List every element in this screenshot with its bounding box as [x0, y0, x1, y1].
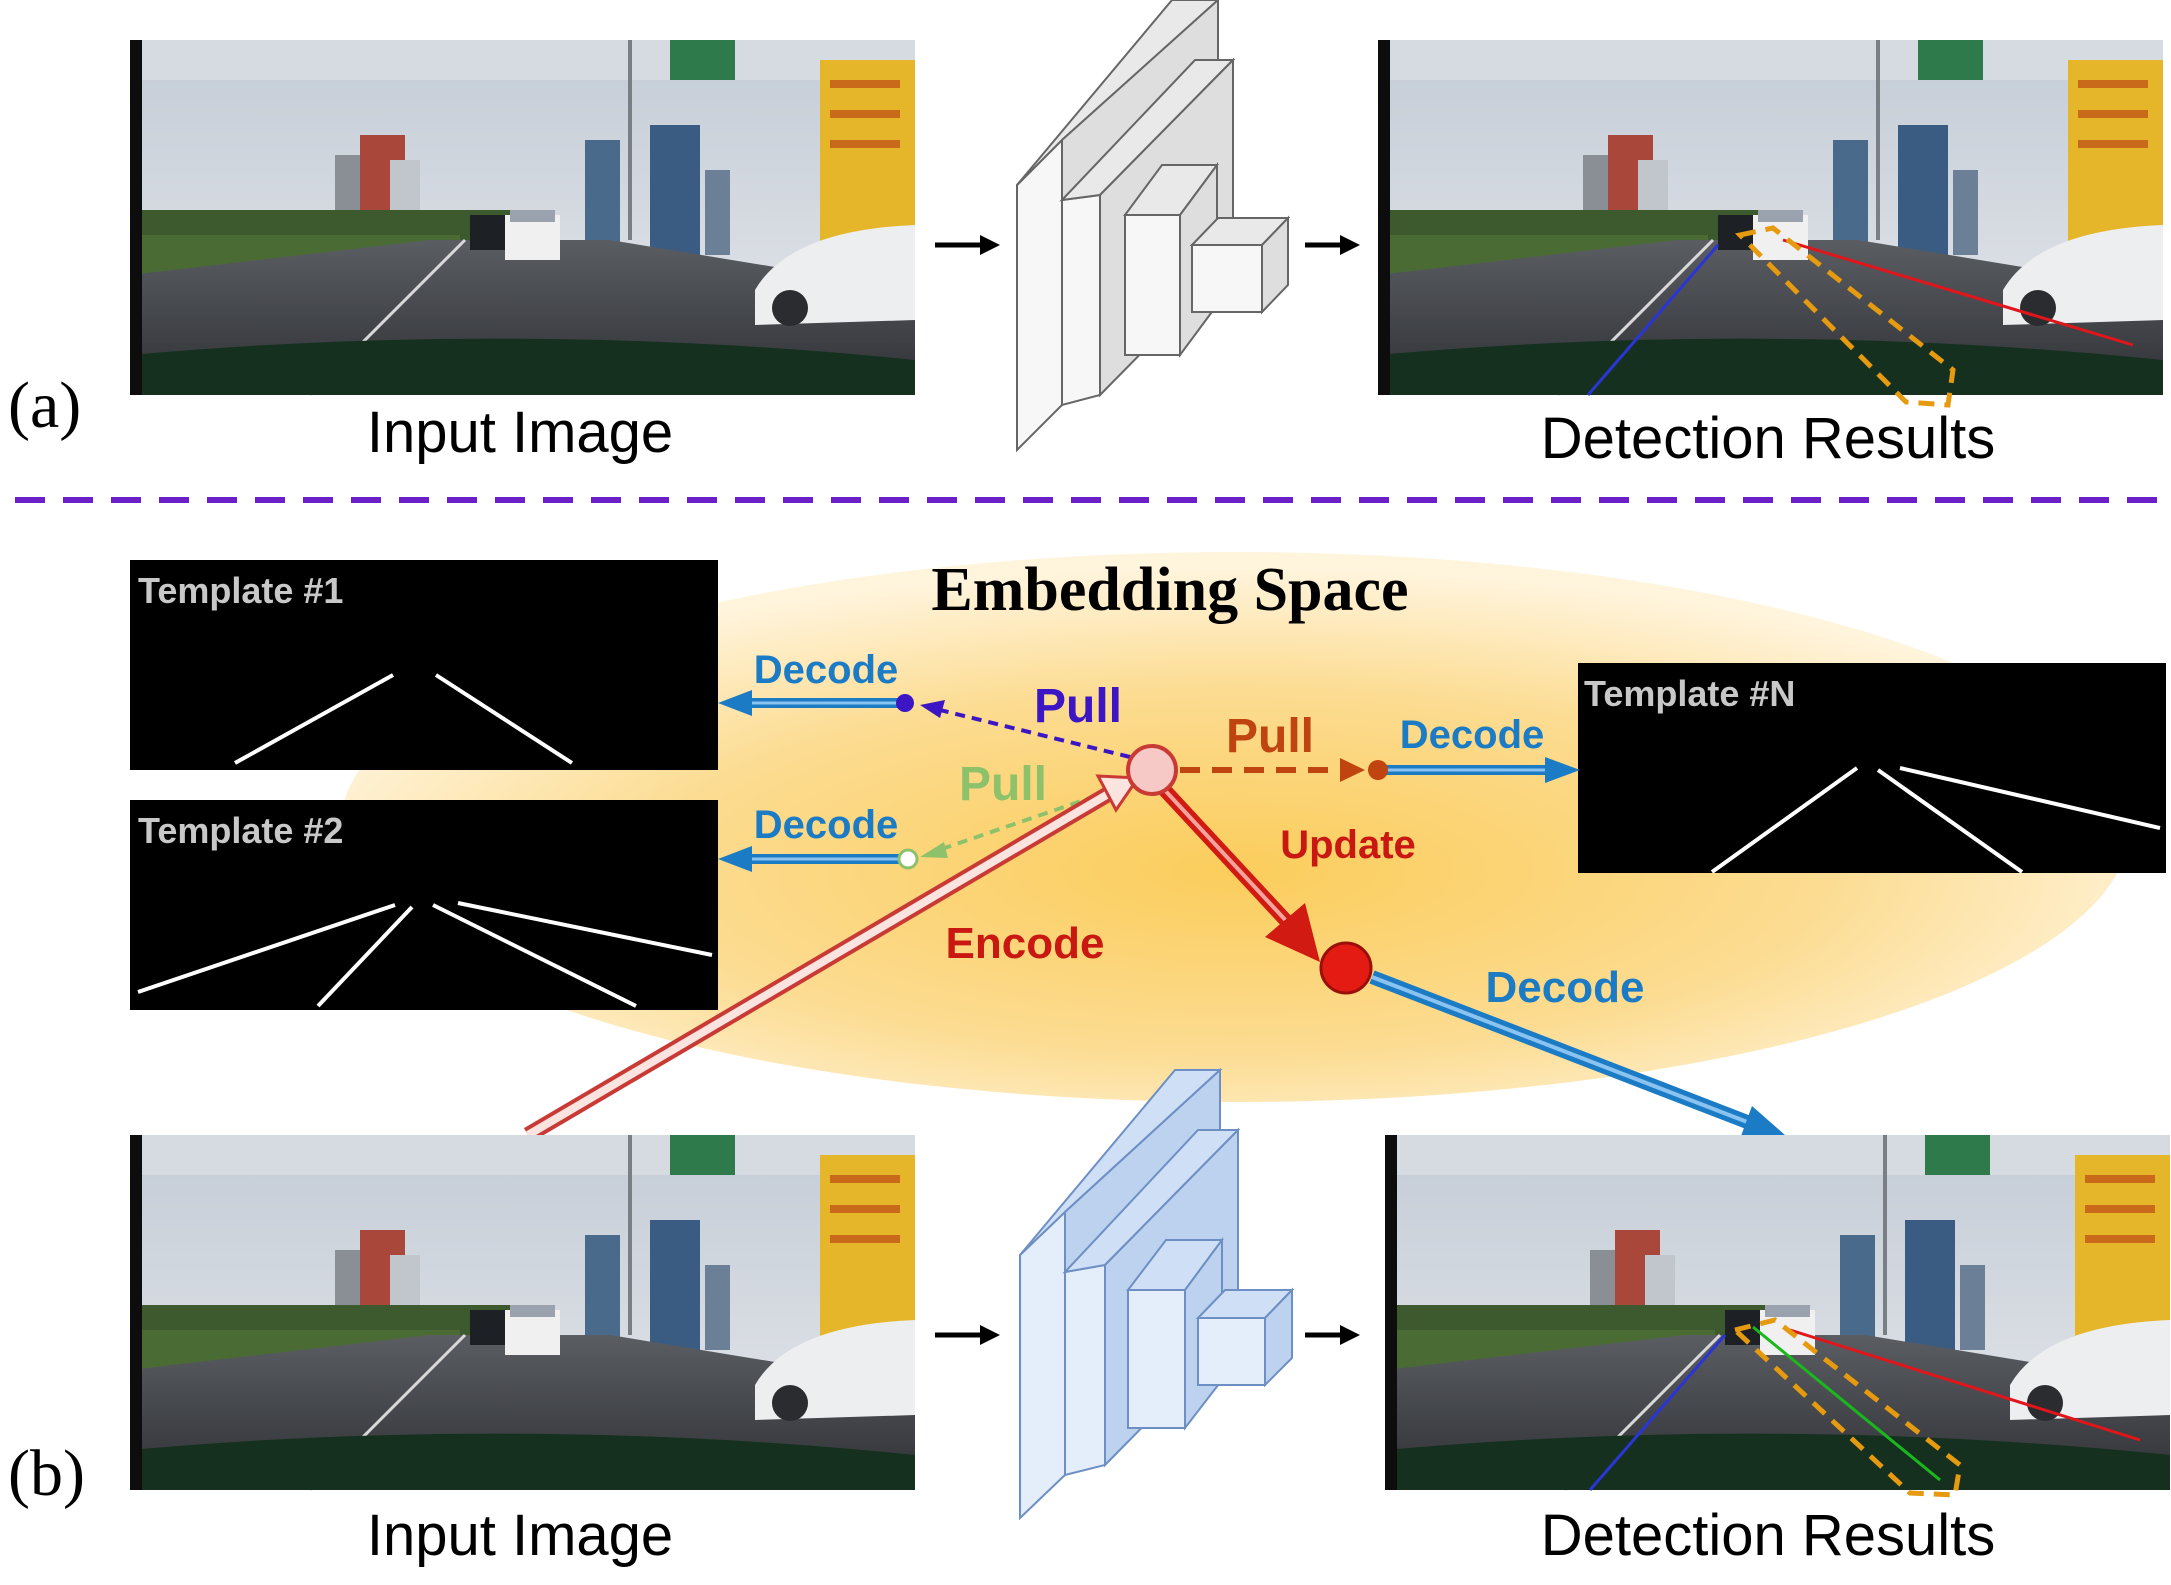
input-image-caption-b: Input Image: [367, 1503, 673, 1568]
decode-arrow-1: [718, 690, 914, 716]
updated-embedding-point: [1319, 941, 1373, 995]
input-image-a: [128, 38, 917, 397]
panel-a-marker: (a): [8, 369, 81, 442]
detection-image-b: [1383, 1133, 2171, 1498]
template-n-embedding-point: [1368, 760, 1388, 780]
update-arrow: [1154, 780, 1320, 962]
recovered-lane-highlight: [1729, 1317, 1963, 1498]
decode-arrow-n: [1368, 757, 1580, 783]
input-image-b: [128, 1133, 917, 1492]
lane-line-blue-b: [1588, 1334, 1727, 1491]
input-image-caption-a: Input Image: [367, 400, 673, 465]
missed-lane-highlight: [1734, 225, 1956, 408]
panel-a: (a) Input Image Detection Results: [8, 0, 2165, 471]
template-n-label: Template #N: [1584, 673, 1795, 714]
arrow-a-1: [935, 235, 1000, 255]
lane-line-blue: [1586, 244, 1720, 396]
panel-b: Embedding Space Template #1 Template #2 …: [8, 552, 2171, 1568]
template-1-embedding-point: [896, 694, 914, 712]
template-1-label: Template #1: [138, 570, 343, 611]
pull-label-n: Pull: [1226, 710, 1314, 763]
update-label: Update: [1280, 823, 1416, 867]
template-2-embedding-point: [897, 848, 919, 870]
encode-arrow: [523, 774, 1141, 1142]
detection-results-caption-b: Detection Results: [1541, 1503, 1996, 1568]
lane-line-red: [1782, 238, 2134, 347]
pull-arrow-1: [920, 700, 1131, 759]
decode-output-arrow: [1369, 970, 1785, 1136]
cnn-backbone-a: [1016, 0, 1291, 453]
cnn-backbone-b: [1019, 1067, 1295, 1521]
pull-arrow-n: [1180, 758, 1365, 782]
arrow-b-2: [1305, 1325, 1360, 1345]
template-n: Template #N: [1578, 663, 2166, 874]
panel-b-marker: (b): [8, 1437, 85, 1510]
detection-image-a: [1376, 38, 2165, 408]
arrow-b-1: [935, 1325, 1000, 1345]
template-1: Template #1: [130, 560, 718, 770]
lane-line-red-b: [1789, 1328, 2141, 1442]
embedding-space-title: Embedding Space: [931, 556, 1408, 624]
decode-label-1: Decode: [754, 648, 899, 692]
pull-label-1: Pull: [1034, 680, 1122, 733]
decode-arrow-2: [718, 846, 919, 872]
arrow-a-2: [1305, 235, 1360, 255]
query-embedding-point: [1126, 744, 1178, 796]
template-2: Template #2: [130, 800, 718, 1010]
encode-label: Encode: [946, 919, 1105, 968]
lane-line-green-b: [1752, 1325, 1941, 1482]
template-2-label: Template #2: [138, 810, 343, 851]
detection-results-caption-a: Detection Results: [1541, 406, 1996, 471]
decode-output-label: Decode: [1486, 963, 1645, 1012]
pull-label-2: Pull: [959, 758, 1047, 811]
decode-label-2: Decode: [754, 803, 899, 847]
decode-label-n: Decode: [1400, 713, 1545, 757]
